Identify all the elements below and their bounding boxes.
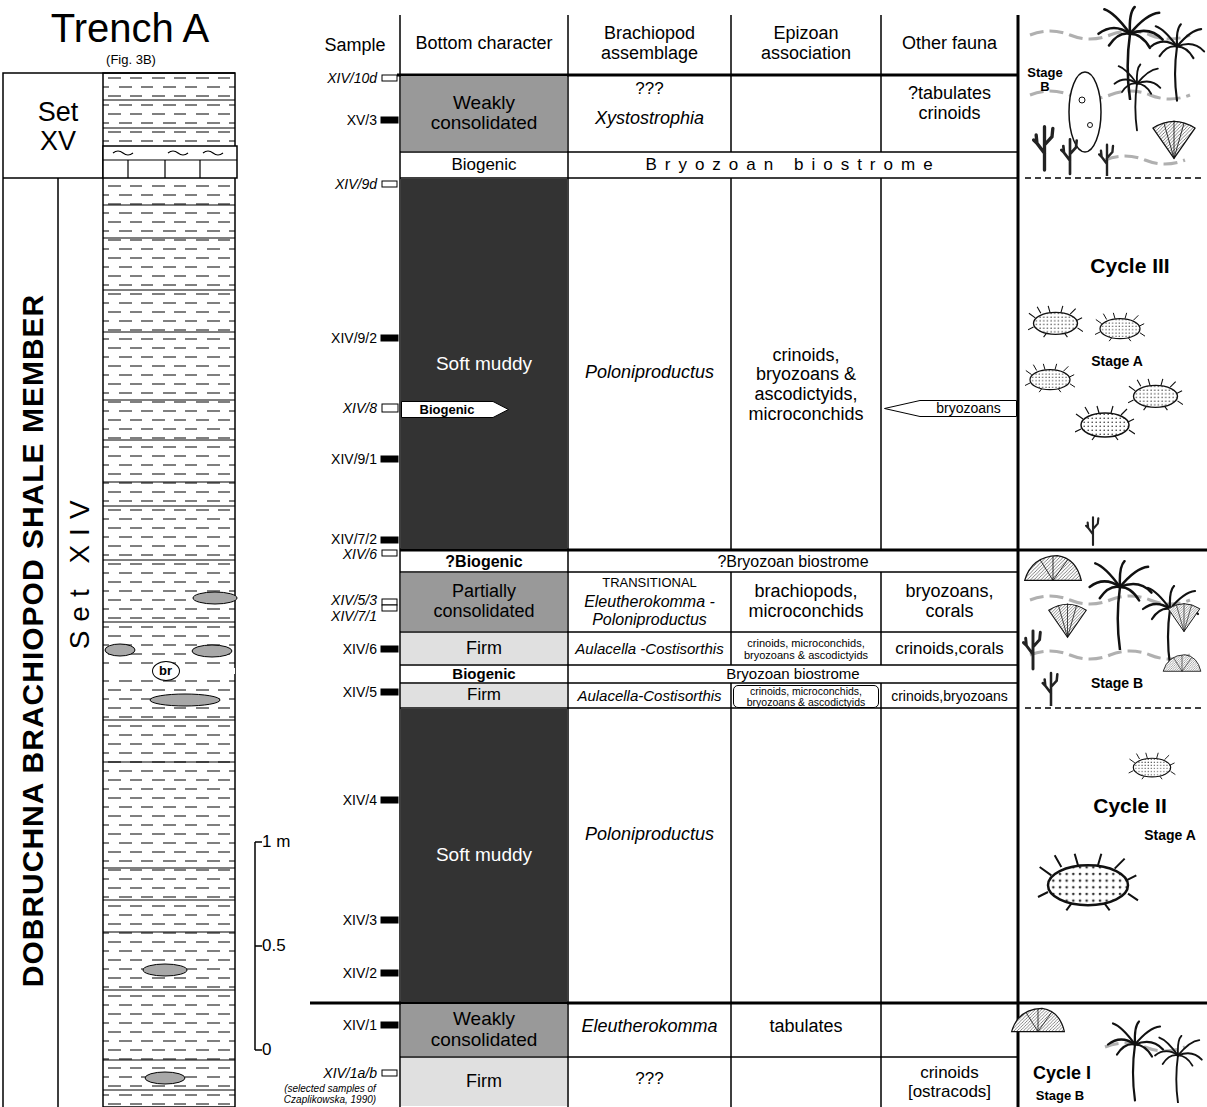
arrow-shape: [885, 401, 1017, 417]
strat-frame: [3, 73, 237, 1107]
bottom-cell: Firm: [401, 1058, 567, 1106]
sample-label: XIV/6: [300, 642, 377, 657]
table-cell: Eleutherokomma -Poloniproductus: [568, 593, 731, 628]
column-header: Other fauna: [881, 34, 1018, 54]
sample-label: XIV/5: [300, 685, 377, 700]
cycle-label: Stage B: [1080, 676, 1154, 691]
arrow-shape: [402, 402, 509, 418]
table-cell: crinoids [ostracods]: [881, 1064, 1018, 1101]
node-text: Firm: [401, 639, 567, 659]
table-cell: Bryozoan biostrome: [568, 156, 1018, 175]
node-text: Partially consolidated: [401, 582, 567, 622]
scale-label: 1 m: [262, 833, 306, 852]
table-cell: bryozoans, corals: [881, 582, 1018, 622]
sample-label: XIV/9/1: [300, 452, 377, 467]
nodules: [105, 592, 237, 1084]
unit-label: Set XV: [28, 98, 88, 157]
table-grid: [400, 15, 1018, 1107]
table-cell: Eleutherokomma: [568, 1017, 731, 1037]
bed-marker: br: [152, 661, 180, 681]
table-thick-lines: [310, 15, 1207, 1107]
cycle-label: Stage B: [1024, 1089, 1096, 1103]
unit-label: DOBRUCHNA BRACHIOPOD SHALE MEMBER: [16, 240, 49, 1040]
node-text: Weakly consolidated: [401, 1009, 567, 1051]
column-header: Sample: [310, 36, 400, 56]
node-text: crinoids, microconchids, bryozoans & asc…: [734, 686, 878, 707]
sample-label: XIV/7/2: [300, 532, 377, 547]
node-text: Weakly consolidated: [401, 93, 567, 135]
bottom-cell: Partially consolidated: [401, 573, 567, 631]
node-text: Firm: [401, 1072, 567, 1092]
sample-markers: [381, 75, 398, 1076]
table-cell: Biogenic: [400, 156, 568, 175]
unit-label: Set XIV: [65, 470, 96, 670]
cycle-label: Stage B: [1022, 66, 1068, 95]
table-cell: crinoids,bryozoans: [881, 689, 1018, 704]
sample-label: XIV/6: [300, 547, 377, 562]
fauna-arrow: bryozoans: [884, 400, 1017, 417]
epizoan-box: crinoids, microconchids, bryozoans & asc…: [733, 685, 879, 708]
node-text: bryozoans: [920, 400, 1017, 417]
bottom-cell: Soft muddyBiogenic: [401, 179, 567, 549]
node-text: Soft muddy: [401, 845, 567, 866]
column-header: Epizoan association: [731, 24, 881, 64]
table-cell: Aulacella-Costisorthis: [568, 688, 731, 705]
sample-label: XIV/7/1: [300, 609, 377, 624]
sample-label: XIV/5/3: [300, 593, 377, 608]
sample-label: XIV/8: [300, 401, 377, 416]
table-cell: ???: [568, 1070, 731, 1089]
bottom-cell: Firm: [401, 633, 567, 664]
table-cell: Xystostrophia: [568, 109, 731, 129]
table-cell: crinoids, microconchids, bryozoans & asc…: [731, 637, 881, 661]
cycle-label: Cycle II: [1060, 794, 1200, 817]
node-text: Firm: [401, 686, 567, 705]
table-cell: ?tabulates crinoids: [881, 84, 1018, 124]
table-cell: Poloniproductus: [568, 363, 731, 383]
scale-label: 0: [262, 1041, 292, 1060]
column-header: Bottom character: [400, 34, 568, 54]
sample-label: XIV/1: [300, 1018, 377, 1033]
table-cell: Poloniproductus: [568, 825, 731, 845]
table-cell: Bryozoan biostrome: [568, 666, 1018, 683]
table-cell: crinoids, bryozoans & ascodictyids, micr…: [731, 346, 881, 425]
column-header: Brachiopod assemblage: [568, 24, 731, 64]
table-cell: ?Bryozoan biostrome: [568, 553, 1018, 571]
node-text: Soft muddy: [401, 354, 567, 375]
table-cell: tabulates: [731, 1017, 881, 1037]
sample-label: XV/3: [300, 113, 377, 128]
sample-label: XIV/9d: [300, 177, 377, 192]
bottom-cell: Weakly consolidated: [401, 76, 567, 151]
table-cell: brachiopods, microconchids: [731, 582, 881, 622]
sample-label: XIV/4: [300, 793, 377, 808]
table-cell: ???: [568, 80, 731, 99]
sample-label: XIV/2: [300, 966, 377, 981]
scale-label: 0.5: [262, 937, 306, 956]
cycle-label: Stage A: [1080, 354, 1154, 369]
bottom-cell: Soft muddy: [401, 709, 567, 1002]
sample-label: XIV/1a/b: [300, 1066, 377, 1081]
cycle-label: Cycle III: [1060, 254, 1200, 277]
node-text: br: [153, 664, 178, 678]
sample-note: (selected samples of Czaplikowska, 1990): [255, 1083, 405, 1105]
cycle-label: Stage A: [1133, 828, 1207, 843]
sample-label: XIV/3: [300, 913, 377, 928]
sample-label: XIV/9/2: [300, 331, 377, 346]
figure-title: Trench A: [20, 6, 240, 50]
figure-reference: (Fig. 3B): [95, 53, 167, 67]
reconstruction-illustrations: [1012, 7, 1205, 1103]
table-cell: Biogenic: [400, 666, 568, 683]
biogenic-arrow: Biogenic: [401, 401, 509, 418]
table-cell: Aulacella -Costisorthis: [568, 641, 731, 658]
bottom-cell: Firm: [401, 684, 567, 707]
scale-bar: [255, 842, 262, 1050]
table-cell: crinoids,corals: [881, 640, 1018, 659]
table-cell: ?Biogenic: [400, 553, 568, 571]
sample-label: XIV/10d: [300, 71, 377, 86]
cycle-label: Cycle I: [1022, 1064, 1102, 1084]
node-text: Biogenic: [401, 401, 493, 418]
table-cell: TRANSITIONAL: [568, 576, 731, 590]
bottom-cell: Weakly consolidated: [401, 1004, 567, 1056]
